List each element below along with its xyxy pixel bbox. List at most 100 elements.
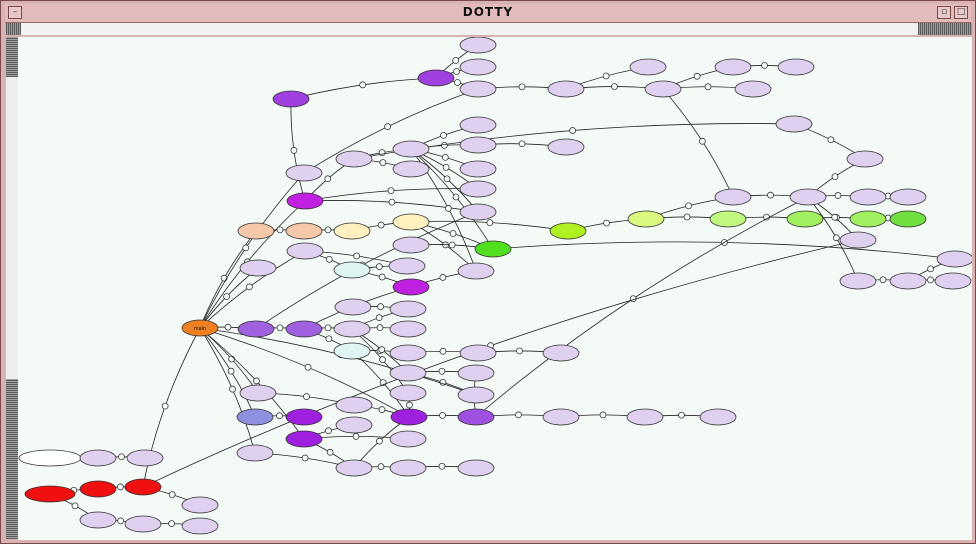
graph-node-shape[interactable] — [549, 222, 587, 240]
graph-node[interactable] — [457, 408, 495, 426]
graph-node[interactable] — [936, 250, 972, 268]
graph-node-shape[interactable] — [285, 408, 323, 426]
graph-node-shape[interactable] — [124, 478, 162, 496]
graph-node[interactable] — [626, 408, 664, 426]
graph-node[interactable] — [457, 386, 495, 404]
graph-node[interactable] — [389, 300, 427, 318]
graph-node-shape[interactable] — [181, 496, 219, 514]
graph-node[interactable] — [734, 80, 772, 98]
graph-node[interactable] — [549, 222, 587, 240]
graph-node-shape[interactable] — [333, 222, 371, 240]
call-graph[interactable]: main — [18, 37, 972, 540]
graph-node[interactable] — [333, 342, 371, 360]
graph-node-shape[interactable] — [286, 192, 324, 210]
graph-node[interactable] — [775, 115, 813, 133]
title-bar[interactable]: – DOTTY ▫ □ — [5, 4, 971, 23]
graph-node[interactable] — [459, 136, 497, 154]
graph-node-shape[interactable] — [459, 344, 497, 362]
graph-node[interactable] — [236, 408, 274, 426]
graph-node-shape[interactable] — [849, 188, 887, 206]
graph-node-shape[interactable] — [839, 272, 877, 290]
graph-node-shape[interactable] — [459, 58, 497, 76]
graph-node[interactable] — [237, 222, 275, 240]
graph-node-shape[interactable] — [237, 320, 275, 338]
graph-node-shape[interactable] — [181, 319, 219, 337]
graph-node-shape[interactable] — [459, 180, 497, 198]
graph-node[interactable] — [846, 150, 884, 168]
graph-node-shape[interactable] — [285, 430, 323, 448]
graph-node[interactable] — [181, 496, 219, 514]
graph-node[interactable] — [839, 231, 877, 249]
graph-node-shape[interactable] — [459, 136, 497, 154]
graph-node-shape[interactable] — [79, 449, 117, 467]
graph-node[interactable] — [644, 80, 682, 98]
graph-node-shape[interactable] — [285, 164, 323, 182]
graph-node-shape[interactable] — [392, 278, 430, 296]
graph-node[interactable] — [542, 408, 580, 426]
graph-node-shape[interactable] — [547, 80, 585, 98]
graph-node-shape[interactable] — [627, 210, 665, 228]
graph-node[interactable] — [124, 515, 162, 533]
graph-node-shape[interactable] — [459, 160, 497, 178]
maximize-icon[interactable]: □ — [954, 6, 968, 19]
graph-node[interactable] — [79, 480, 117, 498]
graph-node-shape[interactable] — [699, 408, 737, 426]
graph-node-shape[interactable] — [457, 262, 495, 280]
graph-node[interactable] — [239, 384, 277, 402]
graph-node-shape[interactable] — [24, 485, 76, 503]
graph-node-shape[interactable] — [457, 386, 495, 404]
graph-node[interactable] — [392, 213, 430, 231]
graph-node-shape[interactable] — [389, 320, 427, 338]
graph-node[interactable] — [459, 37, 497, 54]
graph-node[interactable] — [285, 164, 323, 182]
graph-node-shape[interactable] — [236, 408, 274, 426]
graph-node-shape[interactable] — [392, 213, 430, 231]
graph-node[interactable] — [79, 449, 117, 467]
graph-node-shape[interactable] — [934, 272, 972, 290]
graph-node[interactable] — [459, 116, 497, 134]
graph-node-shape[interactable] — [629, 58, 667, 76]
graph-node-shape[interactable] — [889, 272, 927, 290]
graph-node-shape[interactable] — [775, 115, 813, 133]
graph-node-shape[interactable] — [417, 69, 455, 87]
graph-node-shape[interactable] — [181, 517, 219, 535]
graph-node[interactable] — [335, 396, 373, 414]
graph-node-shape[interactable] — [334, 298, 372, 316]
graph-node[interactable] — [285, 320, 323, 338]
graph-node-shape[interactable] — [239, 259, 277, 277]
graph-node[interactable] — [459, 80, 497, 98]
graph-node[interactable] — [389, 320, 427, 338]
graph-node-shape[interactable] — [79, 511, 117, 529]
graph-node-shape[interactable] — [457, 364, 495, 382]
graph-node[interactable] — [392, 160, 430, 178]
graph-node[interactable] — [457, 459, 495, 477]
graph-node[interactable] — [839, 272, 877, 290]
graph-node[interactable] — [459, 58, 497, 76]
graph-node-shape[interactable] — [389, 344, 427, 362]
graph-node-shape[interactable] — [389, 430, 427, 448]
graph-node[interactable] — [333, 320, 371, 338]
graph-node-shape[interactable] — [936, 250, 972, 268]
graph-node-shape[interactable] — [18, 449, 82, 467]
graph-node[interactable] — [389, 459, 427, 477]
graph-node[interactable] — [417, 69, 455, 87]
graph-node[interactable] — [272, 90, 310, 108]
graph-node[interactable] — [459, 180, 497, 198]
graph-node[interactable] — [285, 222, 323, 240]
graph-node[interactable] — [547, 138, 585, 156]
graph-node-shape[interactable] — [335, 396, 373, 414]
graph-node-shape[interactable] — [388, 257, 426, 275]
graph-node[interactable] — [474, 240, 512, 258]
graph-node-shape[interactable] — [849, 210, 887, 228]
graph-node-shape[interactable] — [839, 231, 877, 249]
graph-node-shape[interactable] — [786, 210, 824, 228]
graph-node[interactable] — [457, 364, 495, 382]
graph-node[interactable] — [181, 517, 219, 535]
graph-node-shape[interactable] — [392, 160, 430, 178]
graph-node[interactable] — [392, 140, 430, 158]
graph-node-shape[interactable] — [389, 384, 427, 402]
graph-node[interactable] — [457, 262, 495, 280]
graph-node-shape[interactable] — [79, 480, 117, 498]
graph-node-shape[interactable] — [789, 188, 827, 206]
graph-node[interactable] — [334, 298, 372, 316]
